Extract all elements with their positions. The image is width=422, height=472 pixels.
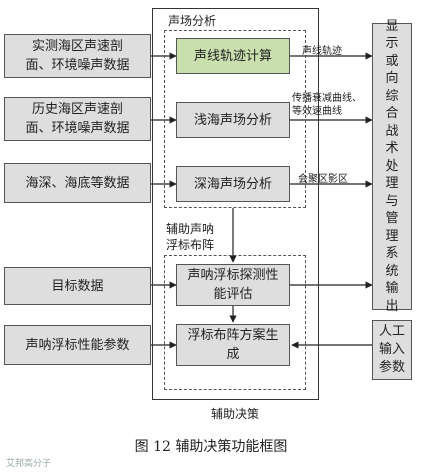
manual-input-box: 人工 输入 参数 bbox=[372, 320, 412, 380]
frame-title: 声场分析 bbox=[168, 14, 217, 28]
assist-title-line2: 浮标布阵 bbox=[166, 238, 215, 252]
ray-trace-box: 声线轨迹计算 bbox=[176, 38, 290, 74]
output-char: 输 bbox=[385, 281, 399, 297]
input-buoy-params-text: 声呐浮标性能参数 bbox=[25, 337, 130, 353]
manual-input-text: 人工 输入 参数 bbox=[378, 324, 405, 375]
figure-caption: 图 12 辅助决策功能框图 bbox=[134, 439, 288, 455]
output-char: 显 bbox=[385, 18, 399, 34]
output-char: 理 bbox=[385, 176, 399, 192]
input-measured-text: 实测海区声速剖 面、环境噪声数据 bbox=[25, 39, 130, 73]
input-measured: 实测海区声速剖 面、环境噪声数据 bbox=[4, 34, 151, 78]
edge-label-ray: 声线轨迹 bbox=[302, 46, 342, 57]
layout-plan-text: 浮标布阵方案生 成 bbox=[187, 328, 279, 362]
frame-bottom-label: 辅助决策 bbox=[211, 407, 260, 421]
output-char: 与 bbox=[385, 193, 399, 209]
input-depth: 海深、海底等数据 bbox=[4, 163, 151, 203]
output-char: 向 bbox=[385, 71, 399, 87]
watermark: 艾邦高分子 bbox=[6, 459, 52, 469]
output-char: 合 bbox=[385, 106, 399, 122]
deep-analysis-box: 深海声场分析 bbox=[176, 166, 290, 202]
shallow-analysis-text: 浅海声场分析 bbox=[193, 112, 272, 128]
output-box: 显示或向综合战术处理与管理系统输出 bbox=[372, 19, 412, 314]
output-char: 战 bbox=[385, 123, 399, 139]
shallow-analysis-box: 浅海声场分析 bbox=[176, 102, 290, 138]
input-buoy-params: 声呐浮标性能参数 bbox=[4, 325, 151, 365]
output-char: 或 bbox=[385, 53, 399, 69]
edge-label-loss: 传播衰减曲线、 等效速曲线 bbox=[292, 93, 362, 117]
layout-plan-box: 浮标布阵方案生 成 bbox=[176, 324, 290, 366]
analysis-group bbox=[164, 30, 306, 208]
output-char: 示 bbox=[385, 36, 399, 52]
output-char: 处 bbox=[385, 158, 399, 174]
assist-group bbox=[164, 255, 306, 390]
assist-title: 辅助声呐 浮标布阵 bbox=[166, 221, 214, 253]
output-char: 综 bbox=[385, 88, 399, 104]
output-char: 管 bbox=[385, 211, 399, 227]
detection-eval-text: 声呐浮标探测性 能评估 bbox=[187, 268, 279, 302]
input-historical-text: 历史海区声速剖 面、环境噪声数据 bbox=[25, 102, 130, 136]
edge-label-convergence: 会聚区影区 bbox=[298, 174, 348, 185]
deep-analysis-text: 深海声场分析 bbox=[193, 176, 272, 192]
output-char: 系 bbox=[385, 246, 399, 262]
output-char: 统 bbox=[385, 263, 399, 279]
input-target: 目标数据 bbox=[4, 267, 151, 305]
decision-frame bbox=[152, 8, 319, 400]
output-char: 出 bbox=[385, 298, 399, 314]
input-target-text: 目标数据 bbox=[51, 278, 104, 294]
output-char: 理 bbox=[385, 228, 399, 244]
input-historical: 历史海区声速剖 面、环境噪声数据 bbox=[4, 97, 151, 141]
output-char: 术 bbox=[385, 141, 399, 157]
assist-title-line1: 辅助声呐 bbox=[166, 222, 215, 236]
input-depth-text: 海深、海底等数据 bbox=[25, 175, 130, 191]
detection-eval-box: 声呐浮标探测性 能评估 bbox=[176, 264, 290, 306]
ray-trace-text: 声线轨迹计算 bbox=[193, 48, 272, 64]
